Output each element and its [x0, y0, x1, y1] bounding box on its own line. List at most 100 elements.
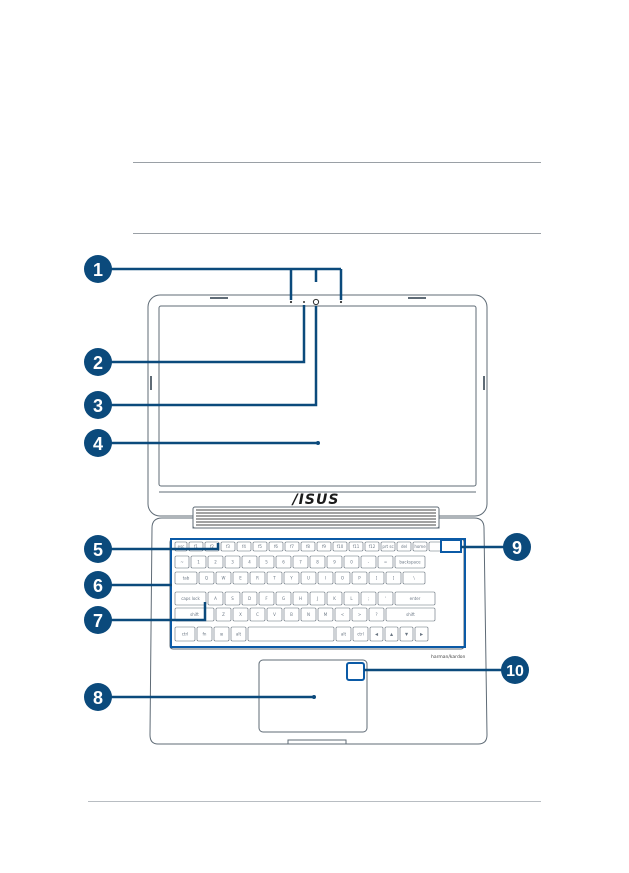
key-3-1: [207, 591, 224, 606]
key-label-2-6: Y: [289, 576, 293, 581]
key-label-5-8: ▲: [390, 632, 394, 637]
microphone-left: [289, 300, 293, 304]
key-label-5-7: ◀: [375, 632, 379, 637]
key-0-8: [300, 541, 316, 552]
callout-5: 5: [84, 535, 112, 563]
key-2-9: [334, 571, 351, 585]
key-2-4: [249, 571, 266, 585]
key-label-4-11: shift: [406, 612, 415, 617]
key-3-0: [174, 591, 207, 606]
key-1-5: [258, 555, 275, 569]
key-label-2-5: T: [272, 576, 276, 581]
key-label-4-3: C: [256, 612, 259, 617]
hinge-vents: [196, 509, 436, 526]
camera-lens-icon: [312, 298, 320, 306]
callout-8-badge: [84, 683, 112, 711]
leader-lines: [110, 267, 505, 699]
key-1-9: [326, 555, 343, 569]
key-label-1-6: 6: [282, 560, 285, 565]
key-label-0-3: f3: [226, 544, 230, 549]
callout-6-number: 6: [93, 576, 103, 596]
key-label-1-10: 0: [350, 560, 353, 565]
key-0-10: [332, 541, 348, 552]
key-1-0: [174, 555, 190, 569]
asus-logo: /ISUS: [291, 492, 340, 508]
base-outline: [149, 517, 488, 745]
callout-7: 7: [84, 606, 112, 634]
footer-rule: [88, 801, 541, 802]
key-label-0-10: f10: [337, 544, 344, 549]
key-0-15: [412, 541, 428, 552]
key-3-2: [224, 591, 241, 606]
key-0-9: [316, 541, 332, 552]
key-5-3: [230, 626, 247, 642]
key-label-2-9: O: [341, 576, 344, 581]
key-label-5-2: ⊞: [220, 632, 223, 637]
key-label-0-4: f4: [242, 544, 246, 549]
key-label-0-1: f1: [194, 544, 198, 549]
key-label-3-2: S: [231, 596, 234, 601]
key-label-1-8: 8: [316, 560, 319, 565]
key-label-2-11: [: [376, 576, 378, 581]
key-5-10: [414, 626, 429, 642]
key-3-3: [241, 591, 258, 606]
key-3-4: [258, 591, 275, 606]
key-5-2: [213, 626, 230, 642]
key-0-16: [428, 541, 442, 552]
key-label-1-9: 9: [333, 560, 336, 565]
callout-2: 2: [84, 348, 112, 376]
key-4-9: [351, 607, 368, 622]
key-4-6: [300, 607, 317, 622]
bottom-note-rule: [133, 233, 541, 234]
key-0-6: [268, 541, 284, 552]
key-label-0-14: del: [401, 544, 407, 549]
key-label-5-1: fn: [203, 632, 207, 637]
key-label-0-11: f11: [353, 544, 360, 549]
key-3-7: [309, 591, 326, 606]
display-panel: [158, 305, 477, 487]
key-2-1: [198, 571, 215, 585]
key-label-1-7: 7: [299, 560, 302, 565]
key-3-6: [292, 591, 309, 606]
key-4-3: [249, 607, 266, 622]
key-label-4-4: V: [273, 612, 276, 617]
key-2-12: [385, 571, 402, 585]
callout-9: 9: [503, 533, 531, 561]
key-5-8: [384, 626, 399, 642]
key-label-5-3: alt: [236, 632, 242, 637]
key-5-9: [399, 626, 414, 642]
key-label-5-5: alt: [341, 632, 347, 637]
key-label-4-6: N: [307, 612, 310, 617]
key-label-0-6: f6: [274, 544, 278, 549]
key-label-5-9: ▼: [405, 632, 409, 637]
key-label-3-1: A: [214, 596, 217, 601]
key-5-1: [196, 626, 213, 642]
key-label-2-7: U: [307, 576, 310, 581]
callout-9-number: 9: [512, 538, 522, 558]
harman-kardon-label: harman/kardon: [431, 654, 466, 660]
key-label-2-12: ]: [393, 576, 395, 581]
key-label-3-5: G: [282, 596, 285, 601]
key-2-0: [174, 571, 198, 585]
callout-3-badge: [84, 391, 112, 419]
key-label-5-10: ▶: [420, 632, 424, 637]
key-label-4-5: B: [290, 612, 293, 617]
microphone-right: [339, 300, 343, 304]
key-label-3-9: L: [350, 596, 353, 601]
key-label-0-5: f5: [258, 544, 262, 549]
callout-5-badge: [84, 535, 112, 563]
key-label-4-8: <: [341, 612, 344, 617]
key-label-2-2: W: [222, 576, 226, 581]
key-4-7: [317, 607, 334, 622]
key-label-0-15: home: [414, 544, 426, 549]
key-label-1-12: =: [384, 560, 387, 565]
key-2-13: [402, 571, 426, 585]
key-3-8: [326, 591, 343, 606]
key-label-2-3: E: [239, 576, 242, 581]
leader-3: [110, 306, 318, 407]
key-label-0-12: f12: [369, 544, 376, 549]
leader-1: [110, 267, 343, 300]
key-1-10: [343, 555, 360, 569]
key-label-2-10: P: [358, 576, 361, 581]
